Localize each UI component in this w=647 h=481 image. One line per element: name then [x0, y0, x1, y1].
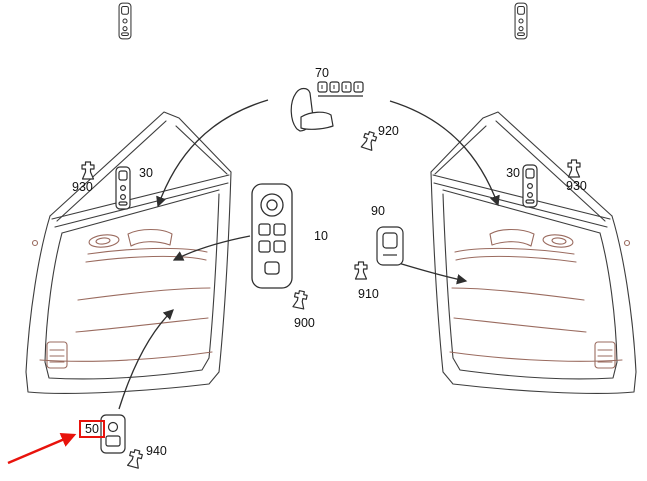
part-label-930-right: 930: [566, 179, 587, 193]
arrow-seat-to-left-door: [156, 99, 269, 208]
door-illustration-left: [25, 111, 232, 394]
top-switch-left: [118, 2, 132, 40]
switch-90-graphic: [376, 226, 404, 266]
clip-930-left-graphic: [81, 161, 95, 180]
part-label-30-right: 30: [506, 166, 520, 180]
top-switch-right: [514, 2, 528, 40]
door-inner-panel: [44, 193, 220, 380]
part-label-920: 920: [378, 124, 399, 138]
arrow-panel-to-left-door: [172, 235, 251, 261]
switch-50-graphic: [100, 414, 126, 454]
door-illustration-right: [430, 111, 637, 394]
clip-910-graphic: [354, 261, 368, 280]
clip-900-graphic: [291, 289, 309, 310]
switch-30-left-graphic: [115, 166, 131, 210]
part-label-10: 10: [314, 229, 328, 243]
clip-940-graphic: [126, 448, 144, 469]
door-outer-body: [25, 171, 232, 394]
part-label-940: 940: [146, 444, 167, 458]
arrow-seat-to-right-door: [389, 100, 500, 207]
part-label-910: 910: [358, 287, 379, 301]
highlight-box: [79, 420, 105, 438]
clip-930-right-graphic: [567, 159, 581, 178]
door-window-frame: [49, 111, 232, 217]
part-label-30-left: 30: [139, 166, 153, 180]
clip-920-graphic: [360, 129, 379, 152]
seat-switch-group-graphic: [290, 81, 364, 132]
switch-30-right-graphic: [522, 164, 538, 208]
part-label-930-left: 930: [72, 180, 93, 194]
window-switch-panel-graphic: [251, 183, 293, 289]
pointer-arrows: [118, 99, 500, 410]
part-label-90: 90: [371, 204, 385, 218]
part-label-900: 900: [294, 316, 315, 330]
part-label-70: 70: [315, 66, 329, 80]
arrow-switch50-to-left-door: [118, 309, 174, 410]
part-label-50: 50: [85, 422, 99, 436]
door-trim-details: [31, 228, 213, 369]
highlight-arrow: [7, 432, 77, 465]
